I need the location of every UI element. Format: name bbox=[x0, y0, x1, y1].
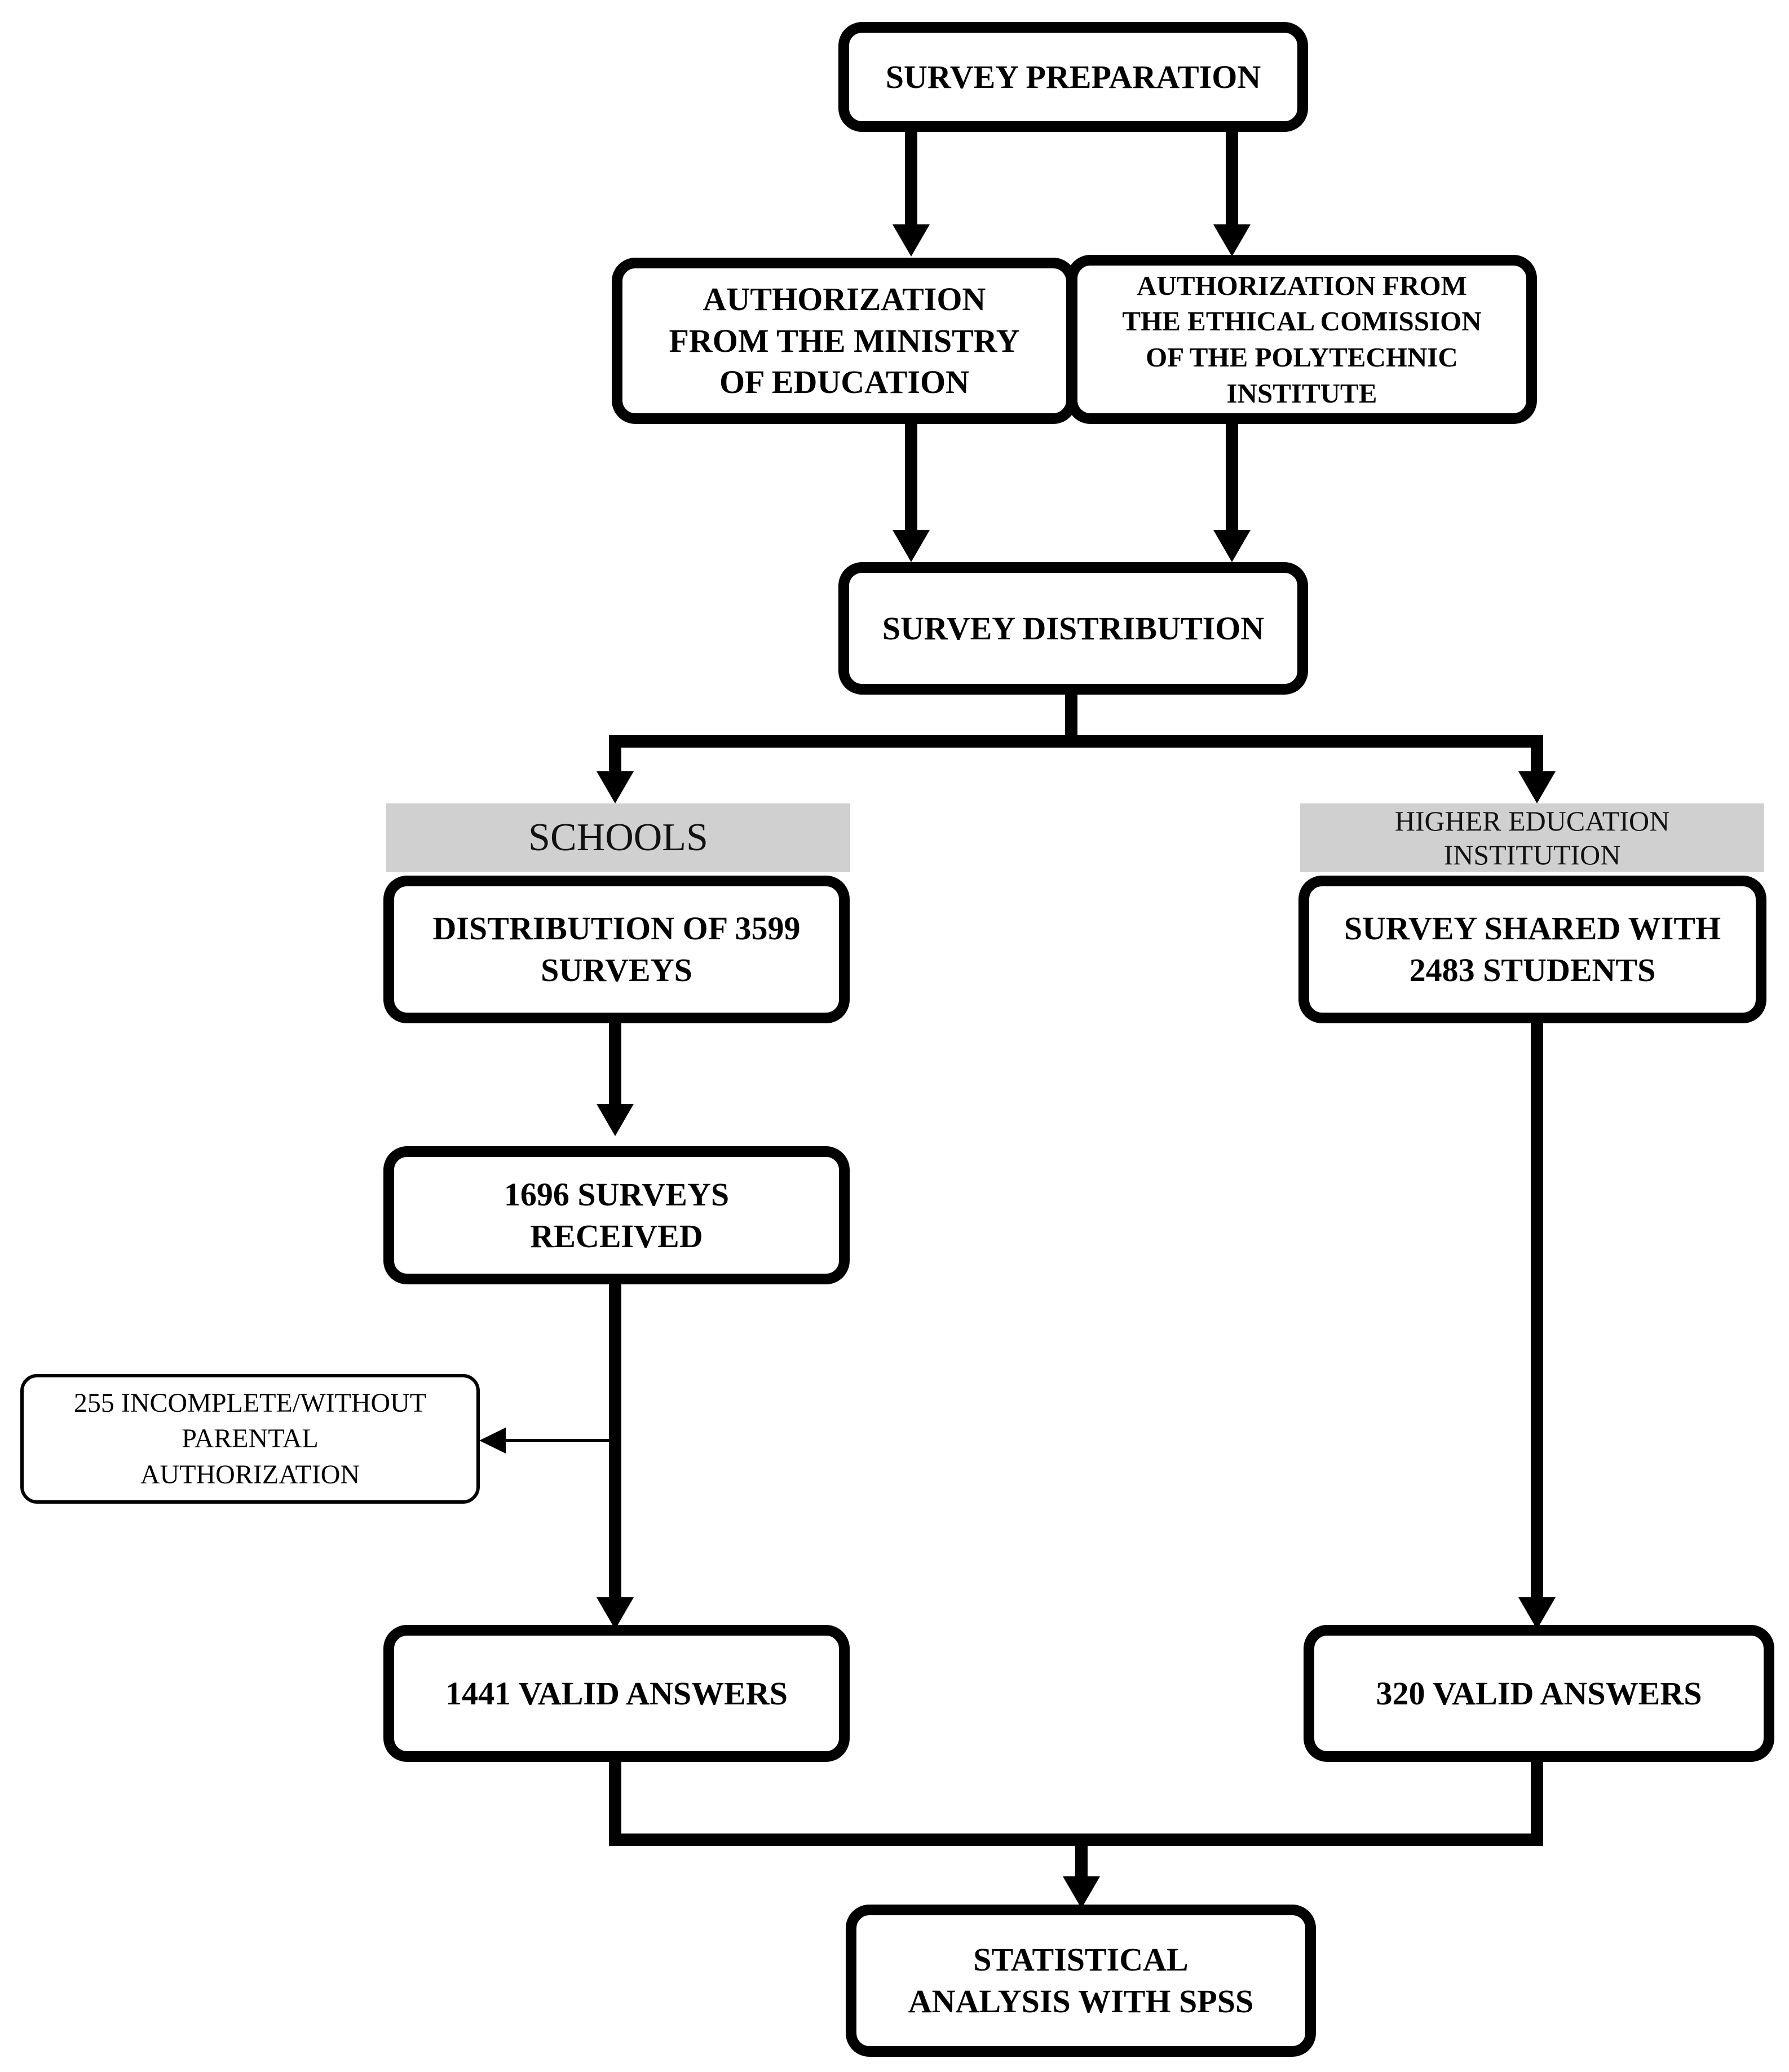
arrowhead-valid1441 bbox=[597, 1597, 634, 1629]
schools-section-label: SCHOOLS bbox=[386, 803, 850, 872]
authorization-ministry-label: AUTHORIZATION FROM THE MINISTRY OF EDUCA… bbox=[669, 281, 1020, 401]
survey-preparation-box: SURVEY PREPARATION bbox=[838, 22, 1308, 132]
authorization-ministry-box: AUTHORIZATION FROM THE MINISTRY OF EDUCA… bbox=[612, 258, 1077, 424]
arrowhead-analysis bbox=[1063, 1876, 1100, 1908]
arrowhead-distribution-left bbox=[893, 530, 930, 562]
arrowhead-schools bbox=[597, 771, 634, 803]
survey-distribution-label: SURVEY DISTRIBUTION bbox=[882, 609, 1265, 647]
arrowhead-higher-education bbox=[1518, 771, 1556, 803]
survey-shared-box: SURVEY SHARED WITH 2483 STUDENTS bbox=[1298, 876, 1766, 1023]
authorization-ethical-label: AUTHORIZATION FROM THE ETHICAL COMISSION… bbox=[1122, 270, 1482, 409]
survey-preparation-label: SURVEY PREPARATION bbox=[885, 58, 1261, 95]
valid-answers-320-label: 320 VALID ANSWERS bbox=[1376, 1675, 1702, 1712]
valid-answers-320-box: 320 VALID ANSWERS bbox=[1304, 1625, 1774, 1762]
arrowhead-distribution-right bbox=[1213, 530, 1251, 562]
surveys-received-label: 1696 SURVEYS RECEIVED bbox=[503, 1176, 730, 1254]
valid-answers-1441-box: 1441 VALID ANSWERS bbox=[383, 1625, 850, 1762]
survey-distribution-box: SURVEY DISTRIBUTION bbox=[838, 562, 1308, 695]
arrowhead-incomplete bbox=[479, 1428, 506, 1454]
authorization-ethical-box: AUTHORIZATION FROM THE ETHICAL COMISSION… bbox=[1067, 255, 1537, 424]
arrowhead-valid320 bbox=[1518, 1597, 1556, 1629]
arrowhead-ethical bbox=[1213, 224, 1251, 257]
incomplete-surveys-label: 255 INCOMPLETE/WITHOUT PARENTAL AUTHORIZ… bbox=[73, 1388, 427, 1490]
statistical-analysis-label: STATISTICAL ANALYSIS WITH SPSS bbox=[908, 1941, 1254, 2020]
distribution-3599-label: DISTRIBUTION OF 3599 SURVEYS bbox=[432, 910, 801, 988]
statistical-analysis-box: STATISTICAL ANALYSIS WITH SPSS bbox=[846, 1905, 1316, 2057]
valid-answers-1441-label: 1441 VALID ANSWERS bbox=[445, 1675, 788, 1712]
arrowhead-ministry bbox=[893, 224, 930, 257]
incomplete-surveys-box: 255 INCOMPLETE/WITHOUT PARENTAL AUTHORIZ… bbox=[20, 1374, 480, 1504]
survey-shared-label: SURVEY SHARED WITH 2483 STUDENTS bbox=[1344, 910, 1721, 988]
surveys-received-box: 1696 SURVEYS RECEIVED bbox=[383, 1146, 850, 1284]
distribution-3599-box: DISTRIBUTION OF 3599 SURVEYS bbox=[383, 876, 850, 1023]
arrowhead-received bbox=[597, 1104, 634, 1136]
higher-education-section-label: HIGHER EDUCATION INSTITUTION bbox=[1300, 803, 1764, 872]
